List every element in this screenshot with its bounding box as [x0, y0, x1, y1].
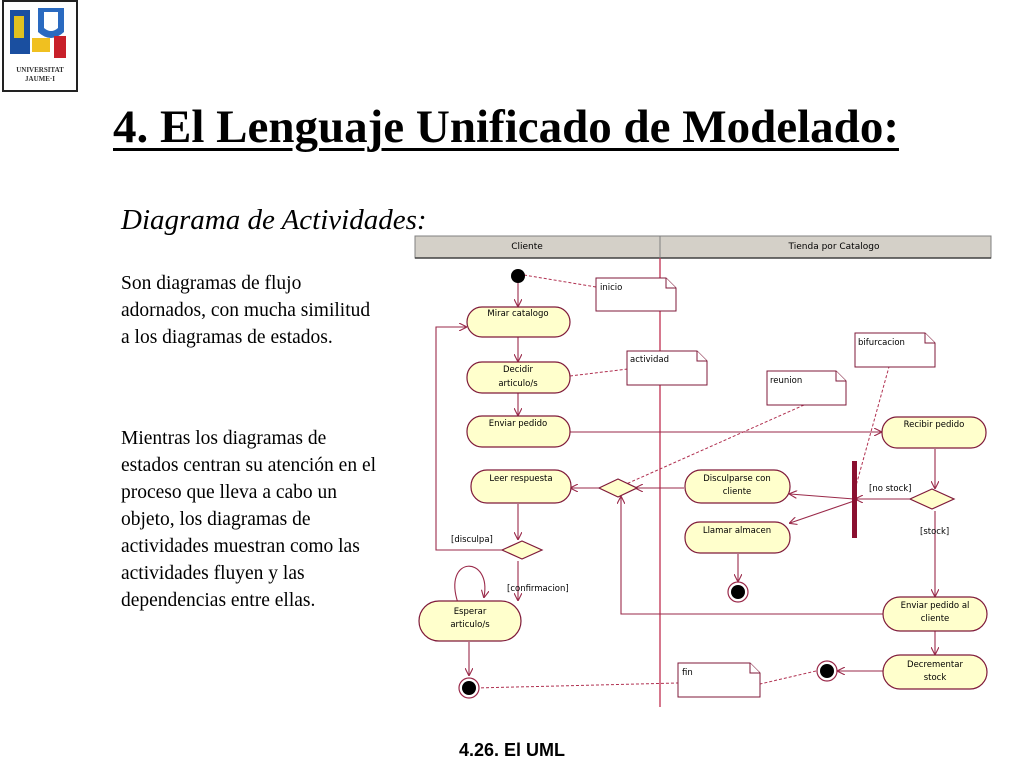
activity-enviar-pedido-cliente: Enviar pedido al cliente [882, 596, 988, 632]
svg-text:Esperar: Esperar [454, 607, 487, 617]
fork-bar [852, 461, 857, 538]
svg-text:reunion: reunion [770, 376, 802, 386]
final-node-almacen [727, 581, 749, 603]
svg-text:Leer respuesta: Leer respuesta [489, 474, 552, 484]
guard-confirmacion: [confirmacion] [507, 584, 569, 594]
guard-stock: [stock] [920, 527, 949, 537]
paragraph-detail: Mientras los diagramas de estados centra… [121, 428, 377, 611]
note-reunion: reunion [766, 370, 847, 406]
note-bifurcacion: bifurcacion [854, 332, 936, 368]
svg-text:Llamar almacen: Llamar almacen [703, 526, 771, 536]
stock-decision-diamond [908, 488, 956, 510]
guard-no-stock: [no stock] [869, 484, 911, 494]
slide-footer: 4.26. El UML [458, 740, 566, 760]
svg-text:Decidir: Decidir [503, 365, 534, 375]
initial-node [511, 269, 525, 283]
svg-text:bifurcacion: bifurcacion [858, 338, 905, 348]
logo-text-line2: JAUME·I [25, 75, 55, 83]
activity-enviar-pedido: Enviar pedido [466, 415, 571, 448]
lane-label-cliente: Cliente [511, 242, 543, 252]
svg-text:stock: stock [924, 673, 947, 683]
svg-text:Mirar catalogo: Mirar catalogo [487, 309, 548, 319]
swimlane-header: Cliente Tienda por Catalogo [414, 235, 992, 259]
note-inicio: inicio [595, 277, 677, 312]
logo-emblem-icon [10, 8, 66, 58]
svg-text:Enviar pedido: Enviar pedido [489, 419, 548, 429]
activity-diagram: Cliente Tienda por Catalogo [414, 235, 992, 707]
final-node-tienda [816, 660, 838, 682]
paragraph-intro: Son diagramas de flujo adornados, con mu… [121, 273, 371, 348]
svg-text:Enviar pedido al: Enviar pedido al [901, 601, 970, 611]
activity-recibir-pedido: Recibir pedido [881, 416, 987, 449]
guard-disculpa: [disculpa] [451, 535, 493, 545]
final-node-cliente [458, 677, 480, 699]
note-actividad: actividad [626, 350, 708, 386]
activity-decidir-articulo: Decidir articulo/s [466, 361, 571, 394]
svg-text:inicio: inicio [600, 283, 622, 293]
svg-text:articulo/s: articulo/s [450, 620, 490, 630]
activity-llamar-almacen: Llamar almacen [684, 521, 791, 554]
svg-text:cliente: cliente [921, 614, 950, 624]
activity-mirar-catalogo: Mirar catalogo [466, 306, 571, 338]
university-logo: UNIVERSITAT JAUME·I [2, 0, 78, 92]
svg-text:actividad: actividad [630, 355, 669, 365]
page-title: 4. El Lenguaje Unificado de Modelado: [113, 101, 899, 153]
svg-text:fin: fin [682, 668, 693, 678]
note-fin: fin [677, 662, 761, 698]
merge-diamond [597, 478, 639, 498]
control-flows [435, 283, 935, 675]
activity-decrementar-stock: Decrementar stock [882, 654, 988, 690]
svg-text:Decrementar: Decrementar [907, 660, 963, 670]
activity-leer-respuesta: Leer respuesta [470, 469, 572, 504]
note-anchors [475, 274, 893, 689]
svg-text:articulo/s: articulo/s [498, 379, 538, 389]
svg-text:cliente: cliente [723, 487, 752, 497]
svg-text:Disculparse con: Disculparse con [703, 474, 770, 484]
lane-label-tienda: Tienda por Catalogo [788, 242, 880, 252]
svg-text:Recibir pedido: Recibir pedido [904, 420, 965, 430]
logo-text-line1: UNIVERSITAT [16, 66, 64, 74]
confirm-decision-diamond [500, 540, 544, 560]
activity-esperar-articulo: Esperar articulo/s [418, 600, 522, 642]
section-subtitle: Diagrama de Actividades: [121, 204, 427, 236]
activity-disculparse-cliente: Disculparse con cliente [684, 469, 791, 504]
